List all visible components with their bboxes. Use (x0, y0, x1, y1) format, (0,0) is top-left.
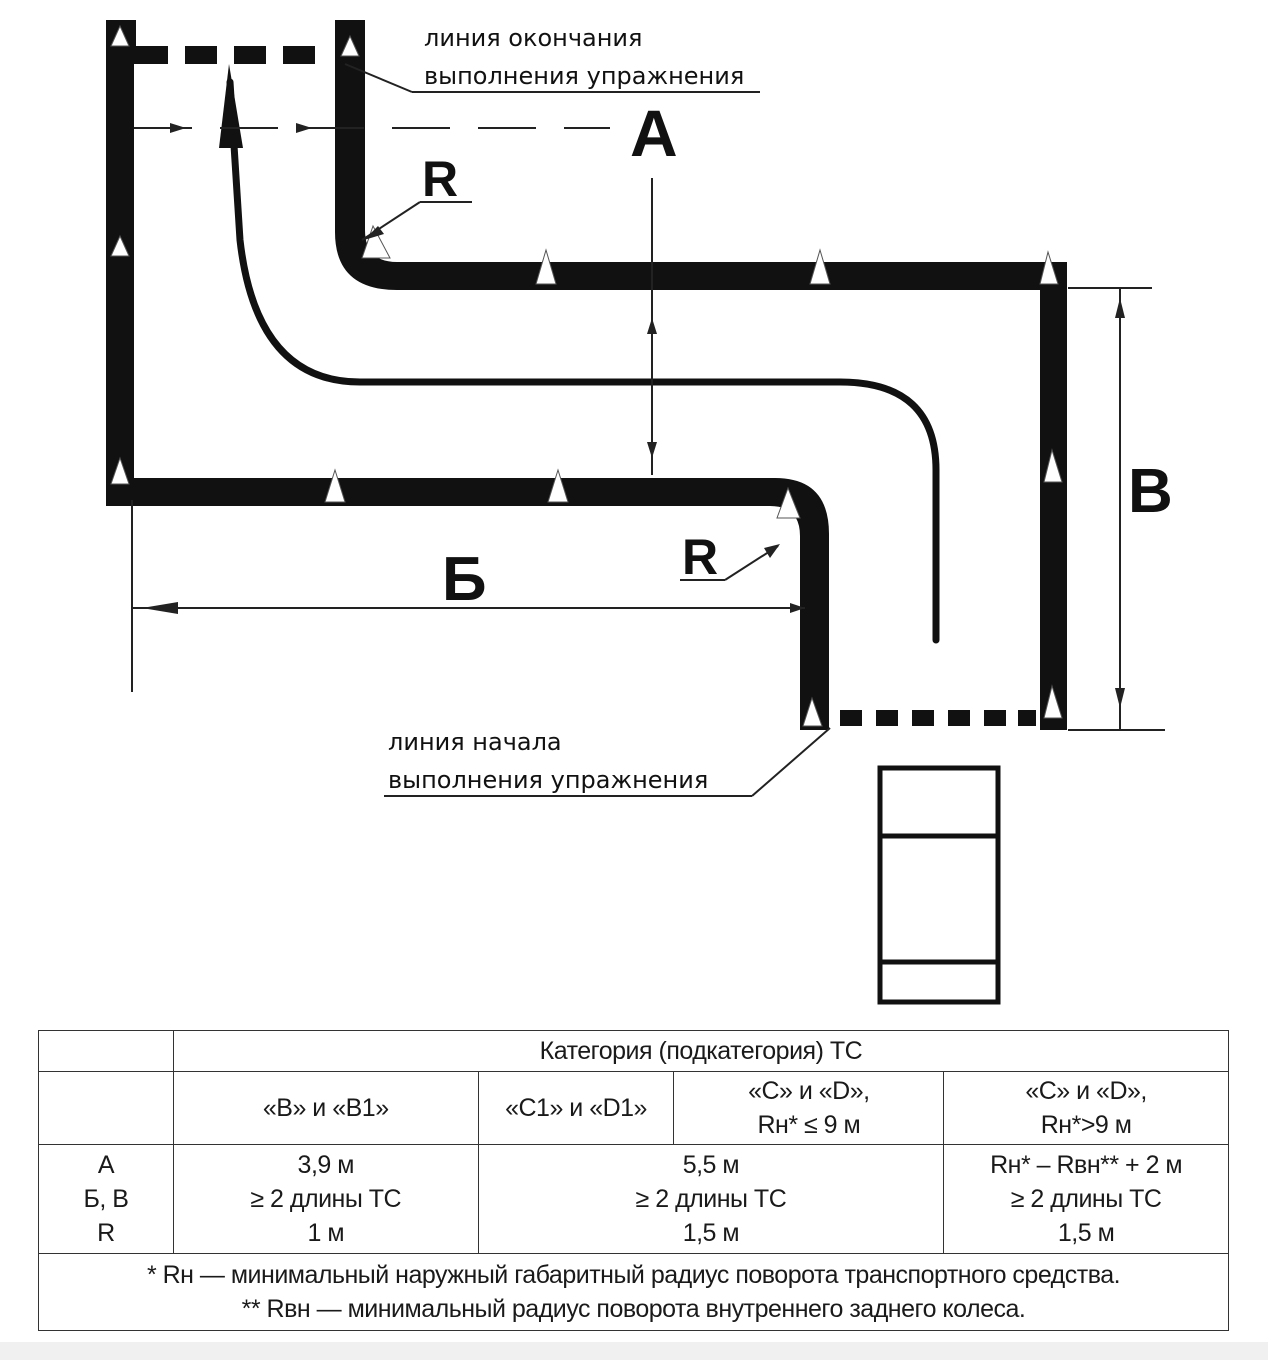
cell-line: «B» и «B1» (262, 1094, 389, 1122)
dimension-v-label: B (1128, 457, 1173, 526)
footnote-rvn: ** Rвн — минимальный радиус поворота вну… (241, 1295, 1026, 1323)
upper-inner-boundary (335, 20, 1065, 290)
cell-line: «C1» и «D1» (505, 1094, 647, 1122)
left-outer-boundary (106, 20, 134, 506)
value-r: 1,5 м (682, 1219, 740, 1247)
notes-row: * Rн — минимальный наружный габаритный р… (38, 1253, 1229, 1331)
table-header-row: Категория (подкатегория) ТС (38, 1030, 1230, 1072)
lower-outer-boundary (106, 478, 829, 730)
start-line-label-line1: линия начала (388, 728, 562, 756)
dimension-a-label: A (630, 96, 678, 170)
value-r: 1 м (307, 1219, 345, 1247)
values-b-b1: 3,9 м ≥ 2 длины ТС 1 м (172, 1144, 479, 1254)
end-line-label-line2: выполнения упражнения (424, 62, 744, 90)
dimension-arrowheads (142, 123, 1125, 708)
vehicle-trajectory (226, 78, 940, 644)
value-a: 5,5 м (682, 1151, 740, 1179)
parameters-table: Категория (подкатегория) ТС «B» и «B1» «… (38, 1030, 1230, 1331)
value-b-v: ≥ 2 длины ТС (250, 1185, 402, 1213)
cell-line: Rн* ≤ 9 м (757, 1111, 861, 1139)
subheader-empty-cell (38, 1071, 174, 1145)
end-line-dashes (136, 46, 315, 64)
category-c-d-small-radius: «C» и «D», Rн* ≤ 9 м (673, 1071, 945, 1145)
category-c1-d1: «C1» и «D1» (477, 1071, 675, 1145)
row-labels-cell: A Б, B R (38, 1144, 174, 1254)
value-a: 3,9 м (297, 1151, 355, 1179)
category-header: Категория (подкатегория) ТС (172, 1030, 1230, 1072)
value-r: 1,5 м (1057, 1219, 1115, 1247)
right-outer-boundary (1040, 262, 1067, 730)
radius-upper-label: R (422, 151, 458, 207)
row-label-a: A (97, 1151, 115, 1179)
footnote-rn: * Rн — минимальный наружный габаритный р… (146, 1261, 1121, 1289)
dimension-lines (131, 63, 1165, 797)
cell-line: «C» и «D», (748, 1077, 870, 1105)
value-a: Rн* – Rвн** + 2 м (990, 1151, 1183, 1179)
footnotes-cell: * Rн — минимальный наружный габаритный р… (38, 1253, 1229, 1331)
trajectory-arrowhead (219, 64, 243, 148)
row-label-r: R (97, 1219, 115, 1247)
values-c1-d1-c-d: 5,5 м ≥ 2 длины ТС 1,5 м (477, 1144, 945, 1254)
values-c-d-large-radius: Rн* – Rвн** + 2 м ≥ 2 длины ТС 1,5 м (943, 1144, 1229, 1254)
start-line-dashes (840, 710, 1036, 726)
category-subheader-row: «B» и «B1» «C1» и «D1» «C» и «D», Rн* ≤ … (38, 1071, 1229, 1145)
maneuver-diagram: линия окончания выполнения упражнения ли… (106, 20, 1173, 1005)
values-row: A Б, B R 3,9 м ≥ 2 длины ТС 1 м 5,5 м ≥ … (38, 1144, 1229, 1254)
category-c-d-large-radius: «C» и «D», Rн*>9 м (943, 1071, 1229, 1145)
category-b-b1: «B» и «B1» (172, 1071, 479, 1145)
cell-line: «C» и «D», (1025, 1077, 1147, 1105)
value-b-v: ≥ 2 длины ТС (635, 1185, 787, 1213)
bottom-strip (0, 1342, 1268, 1360)
row-label-b-v: Б, B (83, 1185, 129, 1213)
dimension-b-label: Б (442, 545, 487, 614)
header-empty-cell (38, 1030, 174, 1072)
value-b-v: ≥ 2 длины ТС (1010, 1185, 1162, 1213)
radius-lower-label: R (682, 529, 718, 585)
cones (110, 24, 1063, 727)
car-schematic (877, 765, 1001, 1005)
end-line-label-line1: линия окончания (424, 24, 642, 52)
start-line-label-line2: выполнения упражнения (388, 766, 708, 794)
cell-line: Rн*>9 м (1040, 1111, 1132, 1139)
